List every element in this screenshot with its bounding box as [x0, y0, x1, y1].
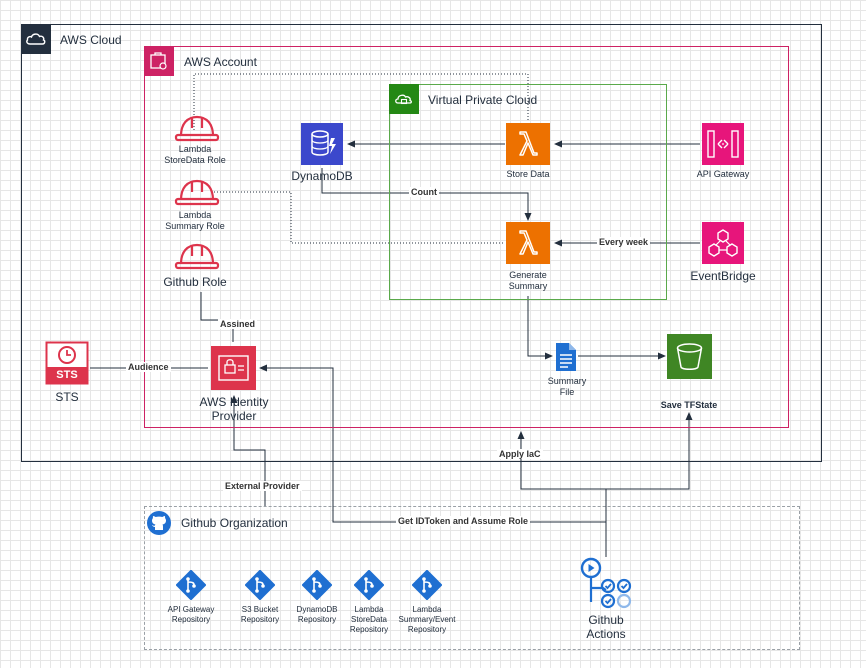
edge-label-apply-iac: Apply IaC [497, 449, 543, 459]
identity-provider-icon [211, 346, 256, 390]
aws-account-group [144, 46, 789, 428]
vpc-group [389, 84, 667, 300]
role-github-label: Github Role [163, 275, 227, 289]
edge-role-storedata-dotted [193, 73, 529, 130]
eventbridge-icon [702, 222, 744, 264]
github-actions-icon [578, 554, 636, 610]
vpc-label: Virtual Private Cloud [428, 93, 538, 107]
sts-badge-text: STS [56, 369, 78, 381]
edge-summary-file [527, 296, 553, 360]
repository-label: DynamoDB Repository [296, 605, 338, 624]
sts-icon: STS [45, 341, 89, 385]
edge-label-audience: Audience [126, 362, 171, 372]
eventbridge-label: EventBridge [690, 269, 756, 283]
tfstate-label: Save TFState [660, 400, 718, 410]
github-actions-label: Github Actions [586, 613, 626, 641]
identity-provider-label: AWS Identity Provider [199, 395, 269, 423]
repository-label: S3 Bucket Repository [240, 605, 280, 624]
github-org-label: Github Organization [181, 516, 288, 530]
git-repository-icon [411, 569, 443, 601]
aws-account-label: AWS Account [184, 55, 257, 69]
edge-label-external-provider: External Provider [223, 481, 302, 491]
lambda-icon [506, 222, 550, 264]
github-icon [146, 510, 172, 536]
edge-label-count: Count [409, 187, 439, 197]
aws-cloud-group [21, 24, 822, 462]
vpc-icon [389, 84, 419, 114]
generate-summary-label: Generate Summary [508, 270, 548, 291]
api-gateway-icon [702, 123, 744, 165]
cloud-icon [21, 24, 51, 54]
git-repository-icon [301, 569, 333, 601]
git-repository-icon [244, 569, 276, 601]
edge-label-every-week: Every week [597, 237, 651, 247]
edge-label-get-idtoken: Get IDToken and Assume Role [396, 516, 531, 526]
document-icon [554, 342, 578, 372]
edge-get-idtoken [259, 364, 607, 557]
repository-label: Lambda Summary/Event Repository [398, 605, 456, 634]
s3-bucket-icon [667, 334, 712, 379]
sts-label: STS [55, 390, 79, 404]
edge-label-assined: Assined [218, 319, 258, 329]
github-org-group [144, 506, 800, 650]
hard-hat-icon [174, 176, 220, 206]
role-summary-label: Lambda Summary Role [165, 210, 225, 231]
repository-label: Lambda StoreData Repository [349, 605, 389, 634]
api-gateway-label: API Gateway [696, 169, 750, 179]
store-data-label: Store Data [506, 169, 550, 179]
git-repository-icon [353, 569, 385, 601]
summary-file-label: Summary File [547, 376, 587, 397]
account-icon [144, 46, 174, 76]
dynamodb-icon [301, 123, 343, 165]
edge-actions-tfstate [606, 412, 693, 490]
hard-hat-icon [174, 112, 220, 142]
hard-hat-icon [174, 240, 220, 270]
aws-cloud-label: AWS Cloud [60, 33, 122, 47]
role-storedata-label: Lambda StoreData Role [164, 144, 226, 165]
dynamodb-label: DynamoDB [291, 169, 353, 183]
edge-role-summary-dotted [214, 191, 505, 244]
lambda-icon [506, 123, 550, 165]
git-repository-icon [175, 569, 207, 601]
edge-external-provider [230, 395, 266, 506]
edge-githubrole-identity [200, 292, 234, 342]
repository-label: API Gateway Repository [167, 605, 215, 624]
